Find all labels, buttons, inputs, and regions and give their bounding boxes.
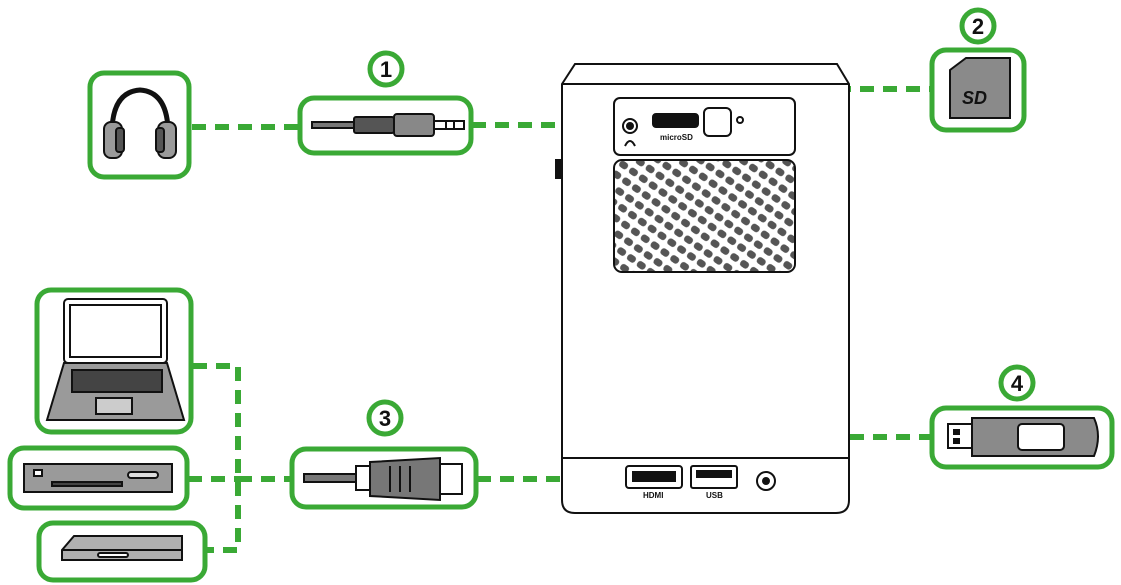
- hdmi-cable-box: [289, 446, 479, 510]
- dvd-player-box: [7, 445, 190, 511]
- hdmi-port-inner: [632, 471, 676, 482]
- speaker-grille: [613, 159, 796, 273]
- side-button: [555, 159, 563, 179]
- focus-wheel[interactable]: [703, 107, 732, 137]
- usb-label: USB: [706, 491, 723, 500]
- audio-cable-box: [297, 95, 474, 156]
- usb-drive-icon: [947, 417, 1099, 457]
- line-laptop-hub: [193, 363, 241, 553]
- laptop-box: [34, 287, 194, 435]
- headphone-port-icon: [624, 140, 636, 147]
- callout-3: 3: [366, 399, 404, 437]
- microsd-label: microSD: [660, 133, 693, 142]
- hdmi-label: HDMI: [643, 491, 663, 500]
- dvd-player-icon: [23, 463, 173, 493]
- audio-cable-icon: [311, 113, 465, 137]
- callout-4-number: 4: [1011, 371, 1024, 396]
- callout-1-number: 1: [380, 57, 392, 82]
- headphones-box: [87, 70, 192, 180]
- set-top-box-icon: [61, 535, 183, 561]
- set-top-box-box: [36, 520, 208, 583]
- indicator-led: [736, 116, 744, 124]
- headphones-icon: [103, 87, 177, 159]
- sd-card-icon: [949, 57, 1011, 119]
- dc-power-port-pin: [762, 477, 770, 485]
- sd-card-box: SD: [929, 47, 1027, 133]
- earphone-jack-hole: [626, 122, 634, 130]
- micro-sd-slot[interactable]: [652, 113, 699, 128]
- hdmi-cable-icon: [303, 456, 463, 502]
- callout-2-number: 2: [972, 14, 984, 39]
- laptop-icon: [45, 298, 186, 421]
- sd-card-label: SD: [962, 88, 987, 108]
- callout-3-number: 3: [379, 406, 391, 431]
- projector: [555, 63, 850, 514]
- callout-1: 1: [367, 50, 405, 88]
- callout-4: 4: [998, 364, 1036, 402]
- usb-port-inner: [696, 470, 732, 478]
- callout-2: 2: [959, 7, 997, 45]
- usb-drive-box: [929, 405, 1115, 470]
